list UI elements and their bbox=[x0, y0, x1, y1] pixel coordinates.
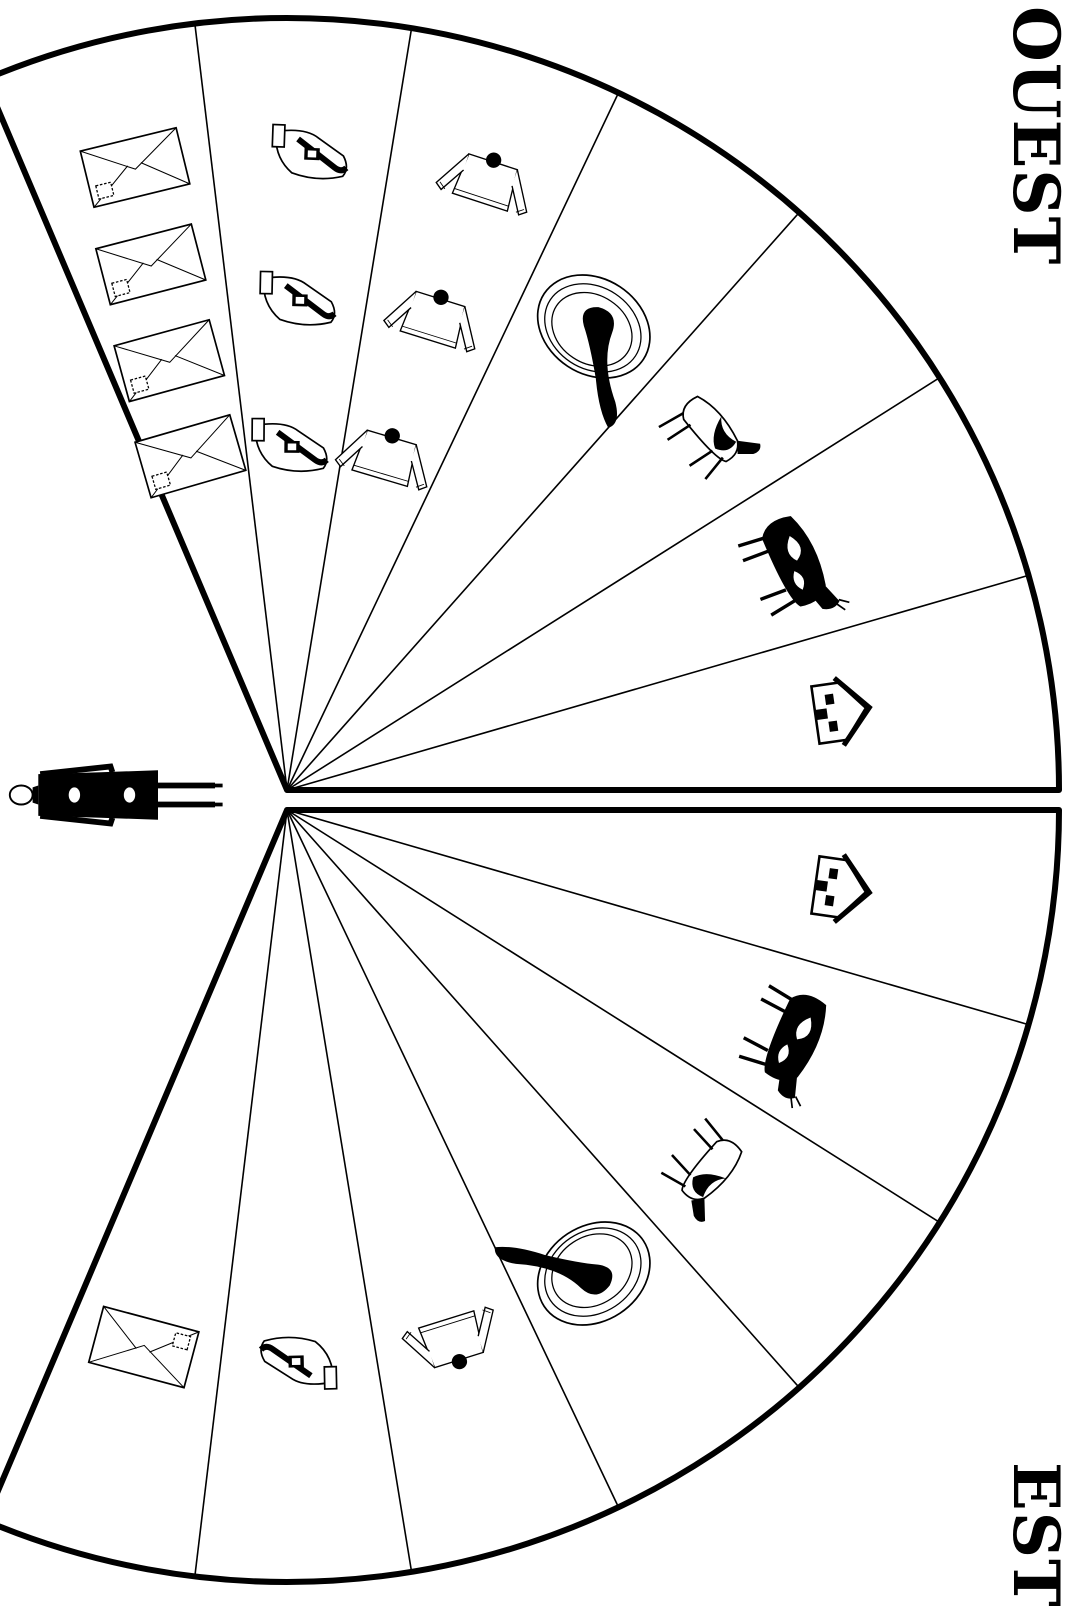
east-label: EST bbox=[998, 1462, 1073, 1608]
west-label: OUEST bbox=[998, 6, 1073, 265]
person-icon bbox=[10, 767, 223, 824]
east-fan bbox=[0, 810, 1059, 1582]
east-fan-outline bbox=[0, 810, 1059, 1582]
west-fan bbox=[0, 18, 1059, 790]
center-figure bbox=[10, 767, 223, 824]
